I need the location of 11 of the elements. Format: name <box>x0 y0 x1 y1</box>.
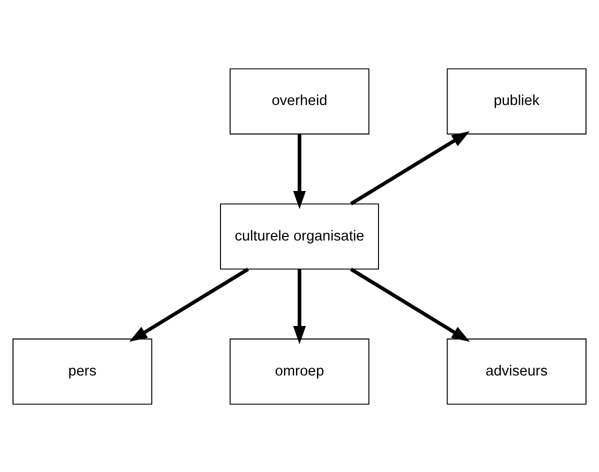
node-box: overheid <box>230 68 370 134</box>
arrow <box>350 267 470 342</box>
node-box: publiek <box>446 68 586 134</box>
node-box: adviseurs <box>446 338 586 404</box>
node-box: pers <box>12 338 152 404</box>
arrow <box>129 267 249 342</box>
node-box: omroep <box>230 338 370 404</box>
arrow <box>350 130 470 205</box>
arrow <box>293 134 306 209</box>
arrow <box>293 268 306 344</box>
node-box: culturele organisatie <box>220 202 379 270</box>
